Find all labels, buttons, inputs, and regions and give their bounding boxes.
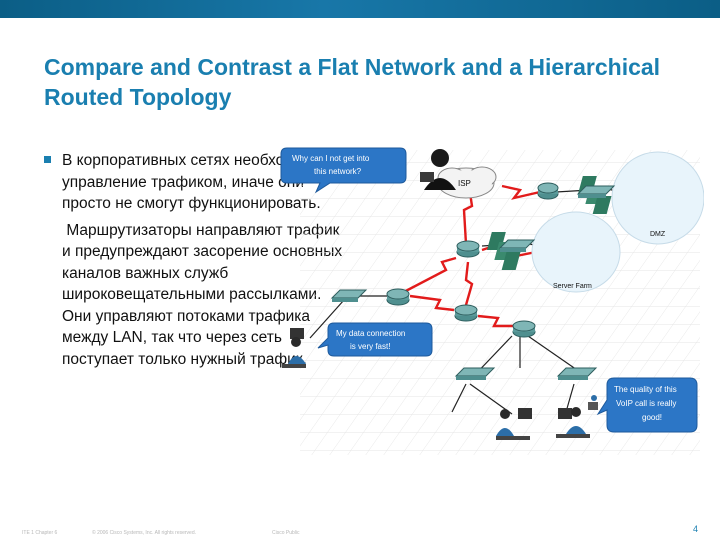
- router-icon: [512, 320, 536, 338]
- speech-bubble-voip: The quality of this VoIP call is really …: [596, 377, 698, 433]
- footer: ITE 1 Chapter 6 © 2006 Cisco Systems, In…: [22, 530, 702, 540]
- isp-label: ISP: [458, 179, 471, 188]
- bubble3-line2: VoIP call is really: [616, 399, 676, 408]
- footer-course: ITE 1 Chapter 6: [22, 530, 58, 536]
- speech-bubble-data-connection: My data connection is very fast!: [317, 322, 433, 357]
- switch-icon: [330, 289, 368, 302]
- paragraph-traffic-control: В корпоративных сетях необходимо управле…: [62, 152, 321, 212]
- wan-link-isp-router-top: [462, 192, 474, 245]
- switch-icon: [556, 367, 598, 380]
- wan-link-isp-router-right: [501, 184, 541, 200]
- page-number: 4: [692, 524, 698, 534]
- footer-copyright: © 2006 Cisco Systems, Inc. All rights re…: [92, 530, 197, 536]
- switch-icon: [454, 367, 496, 380]
- router-icon: [456, 240, 480, 258]
- server-farm-label: Server Farm: [553, 283, 592, 290]
- server-farm-cloud: Server Farm: [487, 211, 621, 293]
- user-workstation-icon: [496, 408, 532, 440]
- bullet-square-icon: [44, 156, 51, 163]
- wan-link-router-top-mid: [464, 261, 474, 306]
- wan-link-left-mid: [409, 294, 455, 312]
- bubble2-line1: My data connection: [336, 329, 405, 338]
- router-icon: [537, 182, 559, 200]
- footer-classification: Cisco Public: [272, 530, 300, 536]
- wan-link-router-top-left: [399, 256, 457, 296]
- paragraph-routers: Маршрутизаторы направляют трафик и преду…: [62, 221, 342, 368]
- switch-icon: [498, 239, 536, 252]
- speech-bubble-hacker: Why can I not get into this network?: [280, 147, 407, 194]
- user-workstation-icon: [282, 328, 306, 368]
- wan-link-mid-bottom: [477, 314, 516, 328]
- slide-title: Compare and Contrast a Flat Network and …: [44, 54, 661, 110]
- router-icon: [386, 288, 410, 306]
- bubble3-line1: The quality of this: [614, 385, 677, 394]
- dmz-label: DMZ: [650, 231, 666, 238]
- bubble1-line2: this network?: [314, 167, 362, 176]
- bullet-list: В корпоративных сетях необходимо управле…: [44, 150, 344, 370]
- router-icon: [454, 304, 478, 322]
- header-bar: [0, 0, 720, 18]
- bubble2-line2: is very fast!: [350, 342, 390, 351]
- bubble3-line3: good!: [642, 413, 662, 422]
- ip-phone-icon: [588, 395, 598, 410]
- network-topology-diagram: DMZ Server Farm ISP: [280, 147, 704, 455]
- user-workstation-icon: [556, 407, 590, 438]
- switch-icon: [576, 185, 616, 198]
- bubble1-line1: Why can I not get into: [292, 154, 370, 163]
- hacker-icon: [420, 149, 456, 190]
